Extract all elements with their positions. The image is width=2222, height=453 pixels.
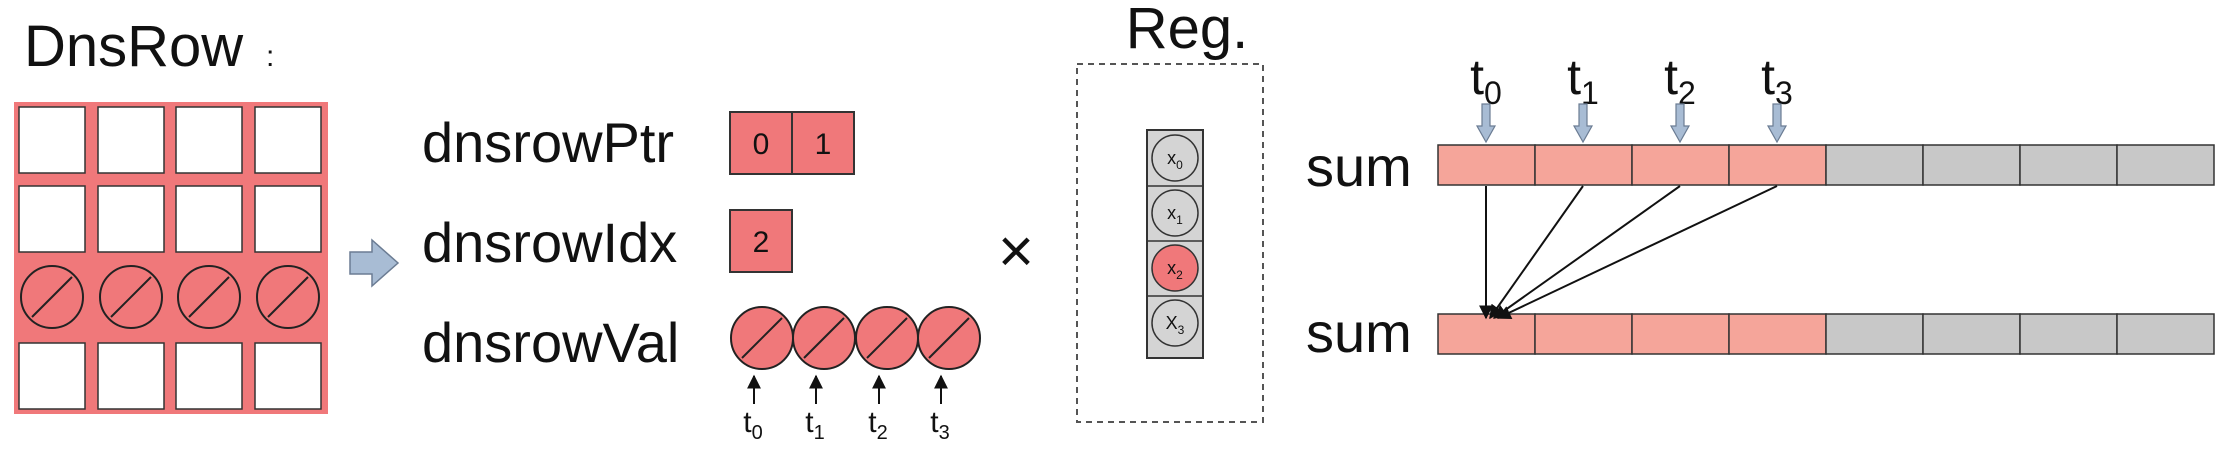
register-title: Reg. [1126, 0, 1249, 61]
thread-label-top: t1 [1567, 49, 1599, 111]
matrix-empty-cell [97, 342, 165, 410]
val-circle [730, 306, 794, 370]
matrix-nonzero-cell [20, 265, 84, 329]
val-array [730, 306, 981, 404]
sum-cell [1825, 313, 1924, 355]
right-arrow-icon [349, 238, 400, 288]
matrix-empty-cell [175, 106, 243, 174]
val-label: dnsrowVal [422, 311, 679, 374]
sum-cell [1631, 313, 1730, 355]
sum-cell [1437, 313, 1536, 355]
svg-text:X3: X3 [1166, 313, 1185, 337]
thread-arrow-top [1669, 103, 1691, 144]
matrix-nonzero-cell [177, 265, 241, 329]
ptr-cell [729, 111, 793, 175]
thread-label-top: t3 [1761, 49, 1793, 111]
thread-arrow-top [1475, 103, 1497, 144]
ptr-label: dnsrowPtr [422, 111, 674, 174]
matrix-empty-cell [18, 342, 86, 410]
thread-label-bottom: t3 [930, 406, 949, 444]
thread-label-top: t2 [1664, 49, 1696, 111]
idx-label: dnsrowIdx [422, 211, 677, 274]
reduction-arrows [1479, 185, 1778, 320]
matrix-empty-cell [97, 185, 165, 253]
sum-cell [1534, 313, 1633, 355]
top-thread-labels: t0 t1 t2 t3 [1470, 49, 1793, 111]
multiply-icon: × [998, 217, 1034, 286]
thread-label-top: t0 [1470, 49, 1502, 111]
ptr-array: 0 1 [729, 111, 855, 175]
ptr-value: 1 [815, 128, 832, 161]
thread-label-bottom: t1 [805, 406, 824, 444]
thread-arrow-top [1572, 103, 1594, 144]
idx-cell [729, 209, 793, 273]
matrix-empty-cell [254, 342, 322, 410]
reduce-arrow [1489, 185, 1584, 320]
sum-cell [1728, 313, 1827, 355]
top-thread-arrows [1475, 103, 1788, 144]
sum-cell [1922, 313, 2021, 355]
thread-label-bottom: t0 [743, 406, 762, 444]
idx-value: 2 [753, 226, 770, 259]
val-circle [792, 306, 856, 370]
svg-text:x0: x0 [1167, 148, 1183, 172]
sum-cell [2019, 313, 2118, 355]
sum-cell [2116, 144, 2215, 186]
sum-cell [2019, 144, 2118, 186]
bottom-thread-labels: t0 t1 t2 t3 [743, 406, 949, 444]
thread-arrow-top [1766, 103, 1788, 144]
matrix-empty-cell [254, 185, 322, 253]
register-box [1076, 63, 1264, 423]
val-circle [855, 306, 919, 370]
sum-cell [1922, 144, 2021, 186]
sum-array-top [1437, 144, 2215, 186]
title-colon: : [266, 40, 274, 73]
matrix-empty-cell [18, 106, 86, 174]
register-entry: x1 [1151, 189, 1199, 237]
matrix-nonzero-cell [256, 265, 320, 329]
ptr-value: 0 [753, 128, 770, 161]
title-text: DnsRow [24, 14, 244, 79]
sum-cell [1631, 144, 1730, 186]
register-entry: X3 [1151, 299, 1199, 347]
sum-cell [1534, 144, 1633, 186]
matrix-empty-cell [254, 106, 322, 174]
svg-text:x1: x1 [1167, 203, 1183, 227]
sum-cell [1437, 144, 1536, 186]
sum-cell [2116, 313, 2215, 355]
register-entry: x0 [1151, 134, 1199, 182]
reduce-arrow [1496, 185, 1778, 319]
matrix-nonzero-cell [99, 265, 163, 329]
ptr-cell [791, 111, 855, 175]
sum-array-bottom [1437, 313, 2215, 355]
matrix-empty-cell [175, 342, 243, 410]
matrix-empty-cell [175, 185, 243, 253]
svg-text:x2: x2 [1167, 258, 1183, 282]
register-entry: x2 [1151, 244, 1199, 292]
thread-label-bottom: t2 [868, 406, 887, 444]
sum-cell [1728, 144, 1827, 186]
matrix-empty-cell [18, 185, 86, 253]
matrix-empty-cell [97, 106, 165, 174]
dnsrow-matrix [14, 102, 328, 414]
reduce-arrow [1492, 185, 1681, 319]
sum-cell [1825, 144, 1924, 186]
sum-label-top: sum [1306, 135, 1412, 198]
sum-label-bottom: sum [1306, 301, 1412, 364]
idx-array: 2 [729, 209, 793, 273]
val-circle [917, 306, 981, 370]
